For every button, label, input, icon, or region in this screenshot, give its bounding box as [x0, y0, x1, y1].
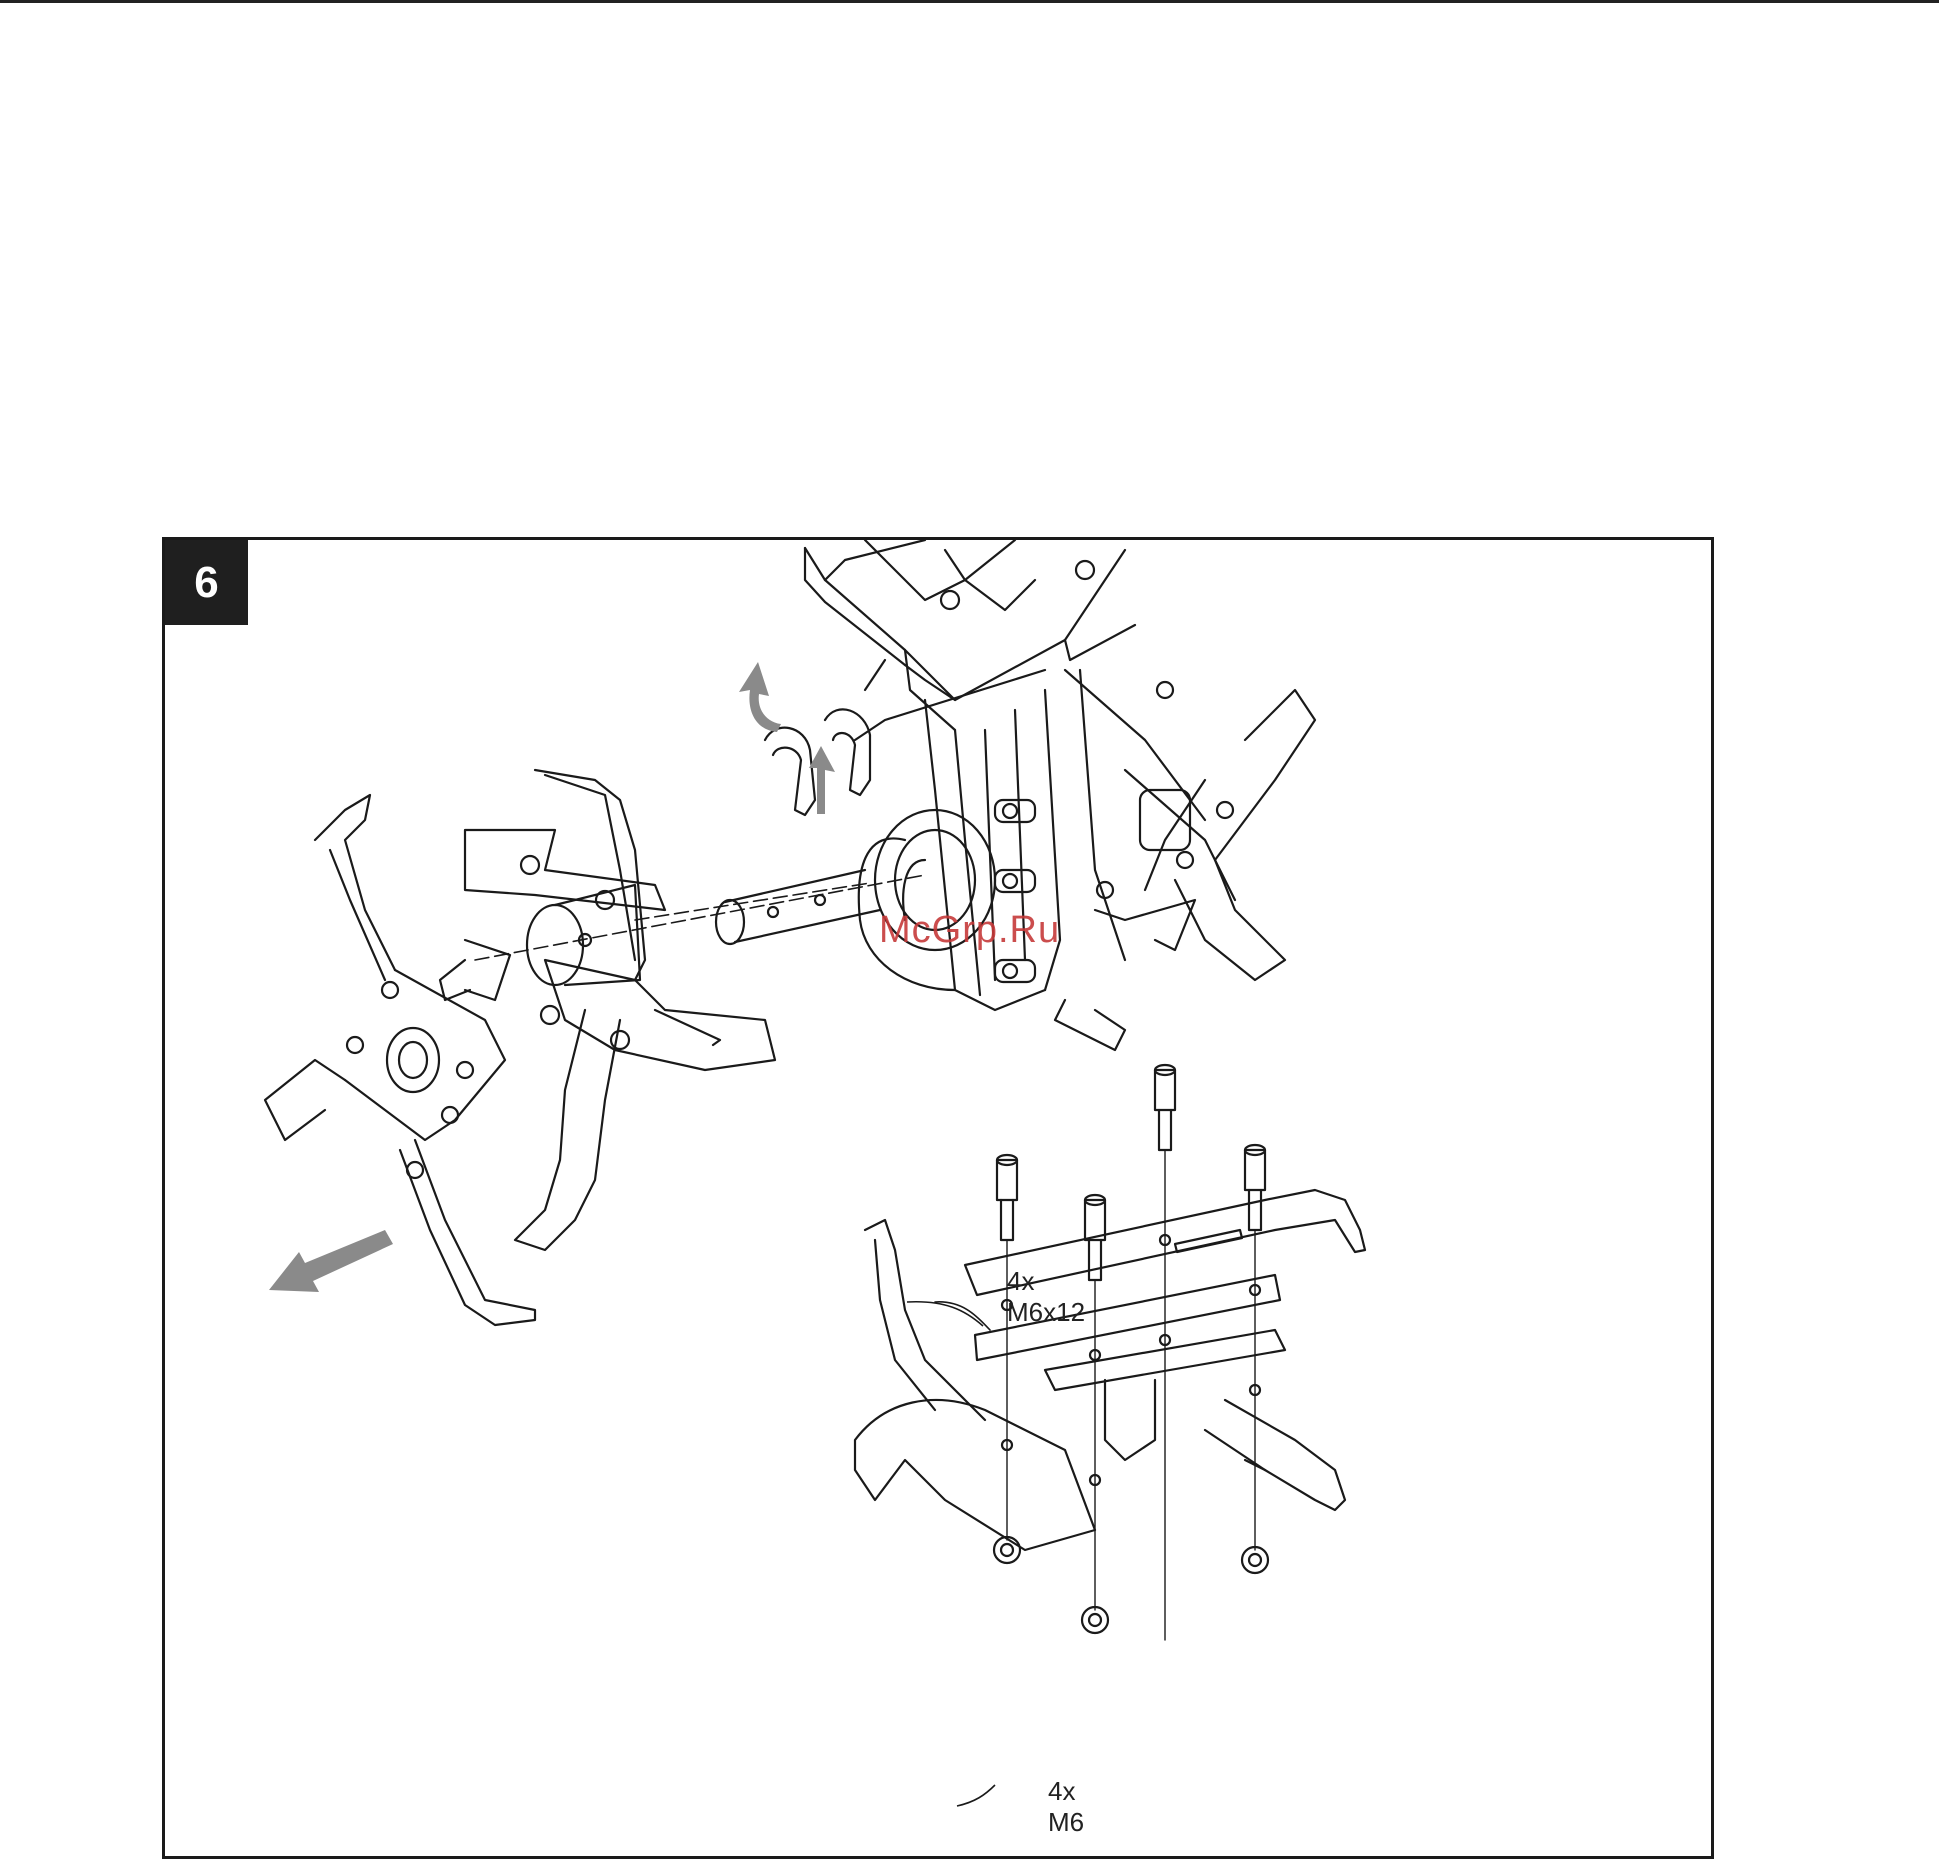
gearbox-housing [805, 540, 1315, 1050]
nuts-callout: 4x M6 [1048, 1776, 1084, 1838]
nut-m6 [1242, 1547, 1268, 1573]
nuts-count: 4x [1048, 1776, 1084, 1807]
screws-count: 4x [1007, 1266, 1085, 1297]
outer-tine [265, 795, 535, 1325]
tiller-assembly-illustration [165, 540, 1711, 1856]
screw-m6x12 [1245, 1145, 1265, 1230]
watermark: McGrp.Ru [879, 909, 1060, 952]
page-top-rule [0, 0, 1939, 3]
screw-m6x12 [1155, 1065, 1175, 1150]
assembly-guide-lines [475, 875, 925, 960]
nut-m6 [994, 1537, 1020, 1563]
detail-blade-assembly [855, 1065, 1365, 1802]
screw-m6x12 [997, 1155, 1017, 1240]
nut-m6 [1082, 1607, 1108, 1633]
screws-spec: M6x12 [1007, 1297, 1085, 1328]
screws-callout: 4x M6x12 [1007, 1266, 1085, 1328]
figure-frame: 6 [162, 537, 1714, 1859]
middle-tine [465, 770, 775, 1250]
motion-arrows [269, 662, 835, 1292]
removal-arrow-icon [269, 1230, 393, 1292]
nuts-spec: M6 [1048, 1807, 1084, 1838]
drive-shaft [716, 870, 880, 944]
curved-arrow-icon [739, 662, 781, 732]
